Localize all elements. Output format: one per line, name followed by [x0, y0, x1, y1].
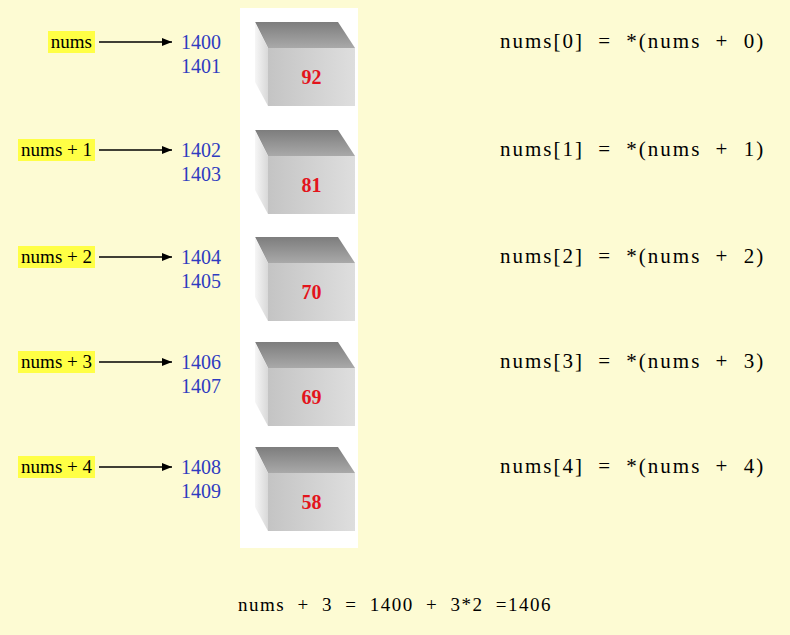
box-side-face — [255, 22, 268, 106]
pointer-highlight: nums + 3 — [18, 351, 95, 374]
memory-address: 1404 — [181, 245, 221, 269]
value-slot: 81 — [268, 156, 355, 214]
address-slot: 1409 — [181, 479, 221, 503]
address-slot: 1406 — [181, 350, 221, 374]
pointer-expression: nums + 3 — [21, 351, 92, 374]
label-slot: nums[4] = *(nums + 4) — [500, 454, 765, 479]
element-value: 92 — [302, 65, 322, 89]
value-slot: 58 — [268, 473, 355, 531]
equation-label: nums[1] = *(nums + 1) — [500, 137, 765, 162]
pointer-expression: nums + 1 — [21, 139, 92, 162]
pointer-highlight: nums + 2 — [18, 246, 95, 269]
equation-label: nums[0] = *(nums + 0) — [500, 29, 765, 54]
box-front-face — [268, 368, 355, 426]
memory-address: 1408 — [181, 455, 221, 479]
box-top-face — [255, 22, 355, 48]
label-slot: nums[2] = *(nums + 2) — [500, 244, 765, 269]
box-top-face — [255, 447, 355, 473]
box-front-face — [268, 156, 355, 214]
caption: nums + 3 = 1400 + 3*2 =1406 — [238, 594, 552, 617]
memory-address: 1403 — [181, 162, 221, 186]
box-top-face — [255, 130, 355, 156]
box-side-face — [255, 237, 268, 321]
box-side-face — [255, 447, 268, 531]
pointer-arrow — [99, 149, 172, 150]
memory-cell-box — [250, 235, 360, 323]
element-value: 69 — [302, 385, 322, 409]
equation-label: nums[3] = *(nums + 3) — [500, 349, 765, 374]
value-slot: 92 — [268, 48, 355, 106]
pointer-expression: nums + 2 — [21, 246, 92, 269]
address-slot: 1401 — [181, 54, 221, 78]
box-front-face — [268, 473, 355, 531]
box-front-face — [268, 48, 355, 106]
pointer-arrow — [99, 256, 172, 257]
pointer-arrow — [99, 361, 172, 362]
label-slot: nums[1] = *(nums + 1) — [500, 137, 765, 162]
memory-address: 1402 — [181, 138, 221, 162]
caption-slot: nums + 3 = 1400 + 3*2 =1406 — [238, 594, 552, 617]
address-slot: 1403 — [181, 162, 221, 186]
memory-address: 1406 — [181, 350, 221, 374]
address-slot: 1407 — [181, 374, 221, 398]
pointer-highlight: nums — [48, 31, 95, 54]
box-side-face — [255, 342, 268, 426]
memory-cell: 14061407 69 — [175, 340, 360, 428]
memory-cell: 14021403 81 — [175, 128, 360, 216]
label-slot: nums[0] = *(nums + 0) — [500, 29, 765, 54]
box-top-face — [255, 237, 355, 263]
element-value: 58 — [302, 490, 322, 514]
memory-cell: 14001401 92 — [175, 20, 360, 108]
memory-cell: 14041405 70 — [175, 235, 360, 323]
address-slot: 1405 — [181, 269, 221, 293]
value-slot: 70 — [268, 263, 355, 321]
label-slot: nums[3] = *(nums + 3) — [500, 349, 765, 374]
address-slot: 1400 — [181, 30, 221, 54]
element-value: 70 — [302, 280, 322, 304]
pointer-highlight: nums + 4 — [18, 456, 95, 479]
box-top-face — [255, 342, 355, 368]
pointer-expression: nums + 4 — [21, 456, 92, 479]
memory-cell-box — [250, 445, 360, 533]
element-value: 81 — [302, 173, 322, 197]
cell-column-backdrop — [240, 8, 358, 548]
memory-cell: 14081409 58 — [175, 445, 360, 533]
pointer-expression: nums — [51, 31, 92, 54]
box-side-face — [255, 130, 268, 214]
memory-address: 1400 — [181, 30, 221, 54]
pointer-arrow — [99, 41, 172, 42]
memory-cell-box — [250, 340, 360, 428]
address-slot: 1408 — [181, 455, 221, 479]
equation-label: nums[4] = *(nums + 4) — [500, 454, 765, 479]
memory-cell-box — [250, 20, 360, 108]
memory-address: 1405 — [181, 269, 221, 293]
memory-cell-box — [250, 128, 360, 216]
pointer-highlight: nums + 1 — [18, 139, 95, 162]
equation-label: nums[2] = *(nums + 2) — [500, 244, 765, 269]
box-front-face — [268, 263, 355, 321]
pointer-arrow — [99, 466, 172, 467]
memory-address: 1409 — [181, 479, 221, 503]
value-slot: 69 — [268, 368, 355, 426]
memory-address: 1407 — [181, 374, 221, 398]
address-slot: 1402 — [181, 138, 221, 162]
memory-address: 1401 — [181, 54, 221, 78]
address-slot: 1404 — [181, 245, 221, 269]
